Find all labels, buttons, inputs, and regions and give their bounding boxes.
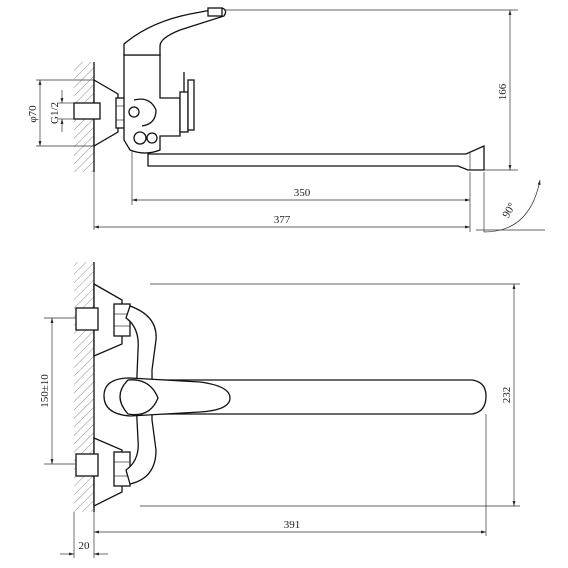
dim-width-label: 232 [501, 387, 513, 404]
top-view: 150±10 232 391 20 [39, 262, 520, 558]
spout-top [149, 379, 487, 415]
dim-length-label: 391 [284, 519, 301, 531]
dim-total-label: 377 [274, 214, 291, 226]
dim-wall-label: 20 [79, 540, 91, 552]
wall-flange [93, 78, 119, 148]
lever-handle [123, 7, 227, 56]
dim-centers-label: 150±10 [39, 374, 51, 408]
spout [147, 144, 485, 171]
dim-thread-label: G1/2 [49, 102, 61, 124]
dim-spout-label: 350 [294, 187, 311, 199]
dim-angle-label: 90° [500, 201, 518, 220]
dim-diameter-label: φ70 [27, 105, 39, 123]
dim-height-label: 166 [497, 83, 509, 100]
side-view: 166 350 377 90° φ70 G1/2 [27, 7, 545, 233]
